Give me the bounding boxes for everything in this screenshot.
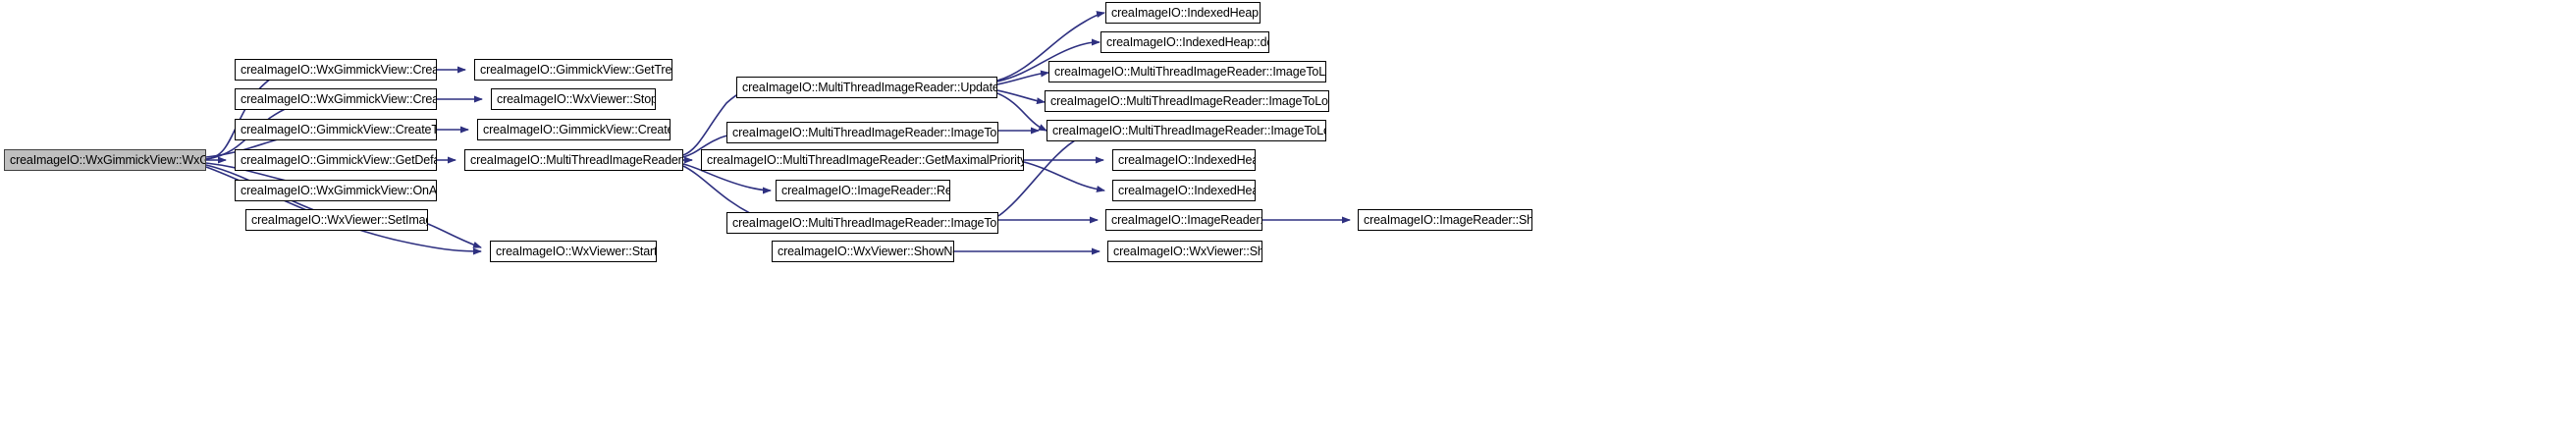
- graph-node[interactable]: creaImageIO::MultiThreadImageReader::Upd…: [736, 77, 997, 98]
- graph-edge: [996, 89, 1046, 105]
- graph-node[interactable]: creaImageIO::GimmickView::CreateTreeView: [477, 119, 671, 140]
- graph-node[interactable]: creaImageIO::IndexedHeap::size: [1112, 149, 1256, 171]
- graph-node[interactable]: creaImageIO::WxViewer::StartPlayer: [490, 241, 657, 262]
- graph-node[interactable]: creaImageIO::MultiThreadImageReader::Get…: [701, 149, 1024, 171]
- graph-node[interactable]: creaImageIO::MultiThreadImageReader::Ima…: [1048, 61, 1326, 82]
- graph-node[interactable]: creaImageIO::WxGimmickView::CreateIconLi…: [235, 59, 437, 81]
- graph-node[interactable]: creaImageIO::MultiThreadImageReader::Ima…: [1046, 120, 1326, 141]
- graph-edge: [997, 127, 1104, 217]
- graph-edge: [427, 223, 482, 248]
- graph-node[interactable]: creaImageIO::WxViewer::ShowImage: [1107, 241, 1262, 262]
- graph-node[interactable]: creaImageIO::IndexedHeap::upsort: [1105, 2, 1261, 24]
- graph-node[interactable]: creaImageIO::ImageReader::ShallNotRead: [1358, 209, 1532, 231]
- graph-edge: [996, 92, 1047, 132]
- graph-node[interactable]: creaImageIO::WxViewer::StopPlayer: [491, 88, 656, 110]
- graph-node[interactable]: creaImageIO::MultiThreadImageReader::Ima…: [726, 122, 998, 143]
- graph-node[interactable]: creaImageIO::WxViewer::ShowNextImage: [772, 241, 954, 262]
- graph-edge: [1023, 161, 1105, 192]
- graph-edge: [205, 67, 295, 160]
- graph-node[interactable]: creaImageIO::WxViewer::SetImageVector: [245, 209, 428, 231]
- graph-node[interactable]: creaImageIO::MultiThreadImageReader::Ima…: [726, 212, 998, 234]
- graph-node[interactable]: creaImageIO::WxGimmickView::CreateToolBa…: [235, 88, 437, 110]
- graph-node-root[interactable]: creaImageIO::WxGimmickView::WxGimmickVie…: [4, 149, 206, 171]
- graph-node[interactable]: creaImageIO::ImageReader::CanRead: [1105, 209, 1262, 231]
- graph-node[interactable]: creaImageIO::MultiThreadImageReader::Get…: [464, 149, 683, 171]
- graph-node[interactable]: creaImageIO::IndexedHeap::top: [1112, 180, 1256, 201]
- graph-node[interactable]: creaImageIO::ImageReader::ReadImage: [776, 180, 950, 201]
- graph-edge: [996, 70, 1049, 85]
- graph-node[interactable]: creaImageIO::WxGimmickView::OnAddProgres…: [235, 180, 437, 201]
- graph-node[interactable]: creaImageIO::GimmickView::GetTreeViewMap: [474, 59, 672, 81]
- graph-node[interactable]: creaImageIO::GimmickView::GetDefaultImag…: [235, 149, 437, 171]
- graph-node[interactable]: creaImageIO::IndexedHeap::downsort: [1100, 31, 1269, 53]
- graph-node[interactable]: creaImageIO::GimmickView::CreateTreeView…: [235, 119, 437, 140]
- graph-node[interactable]: creaImageIO::MultiThreadImageReader::Ima…: [1045, 90, 1329, 112]
